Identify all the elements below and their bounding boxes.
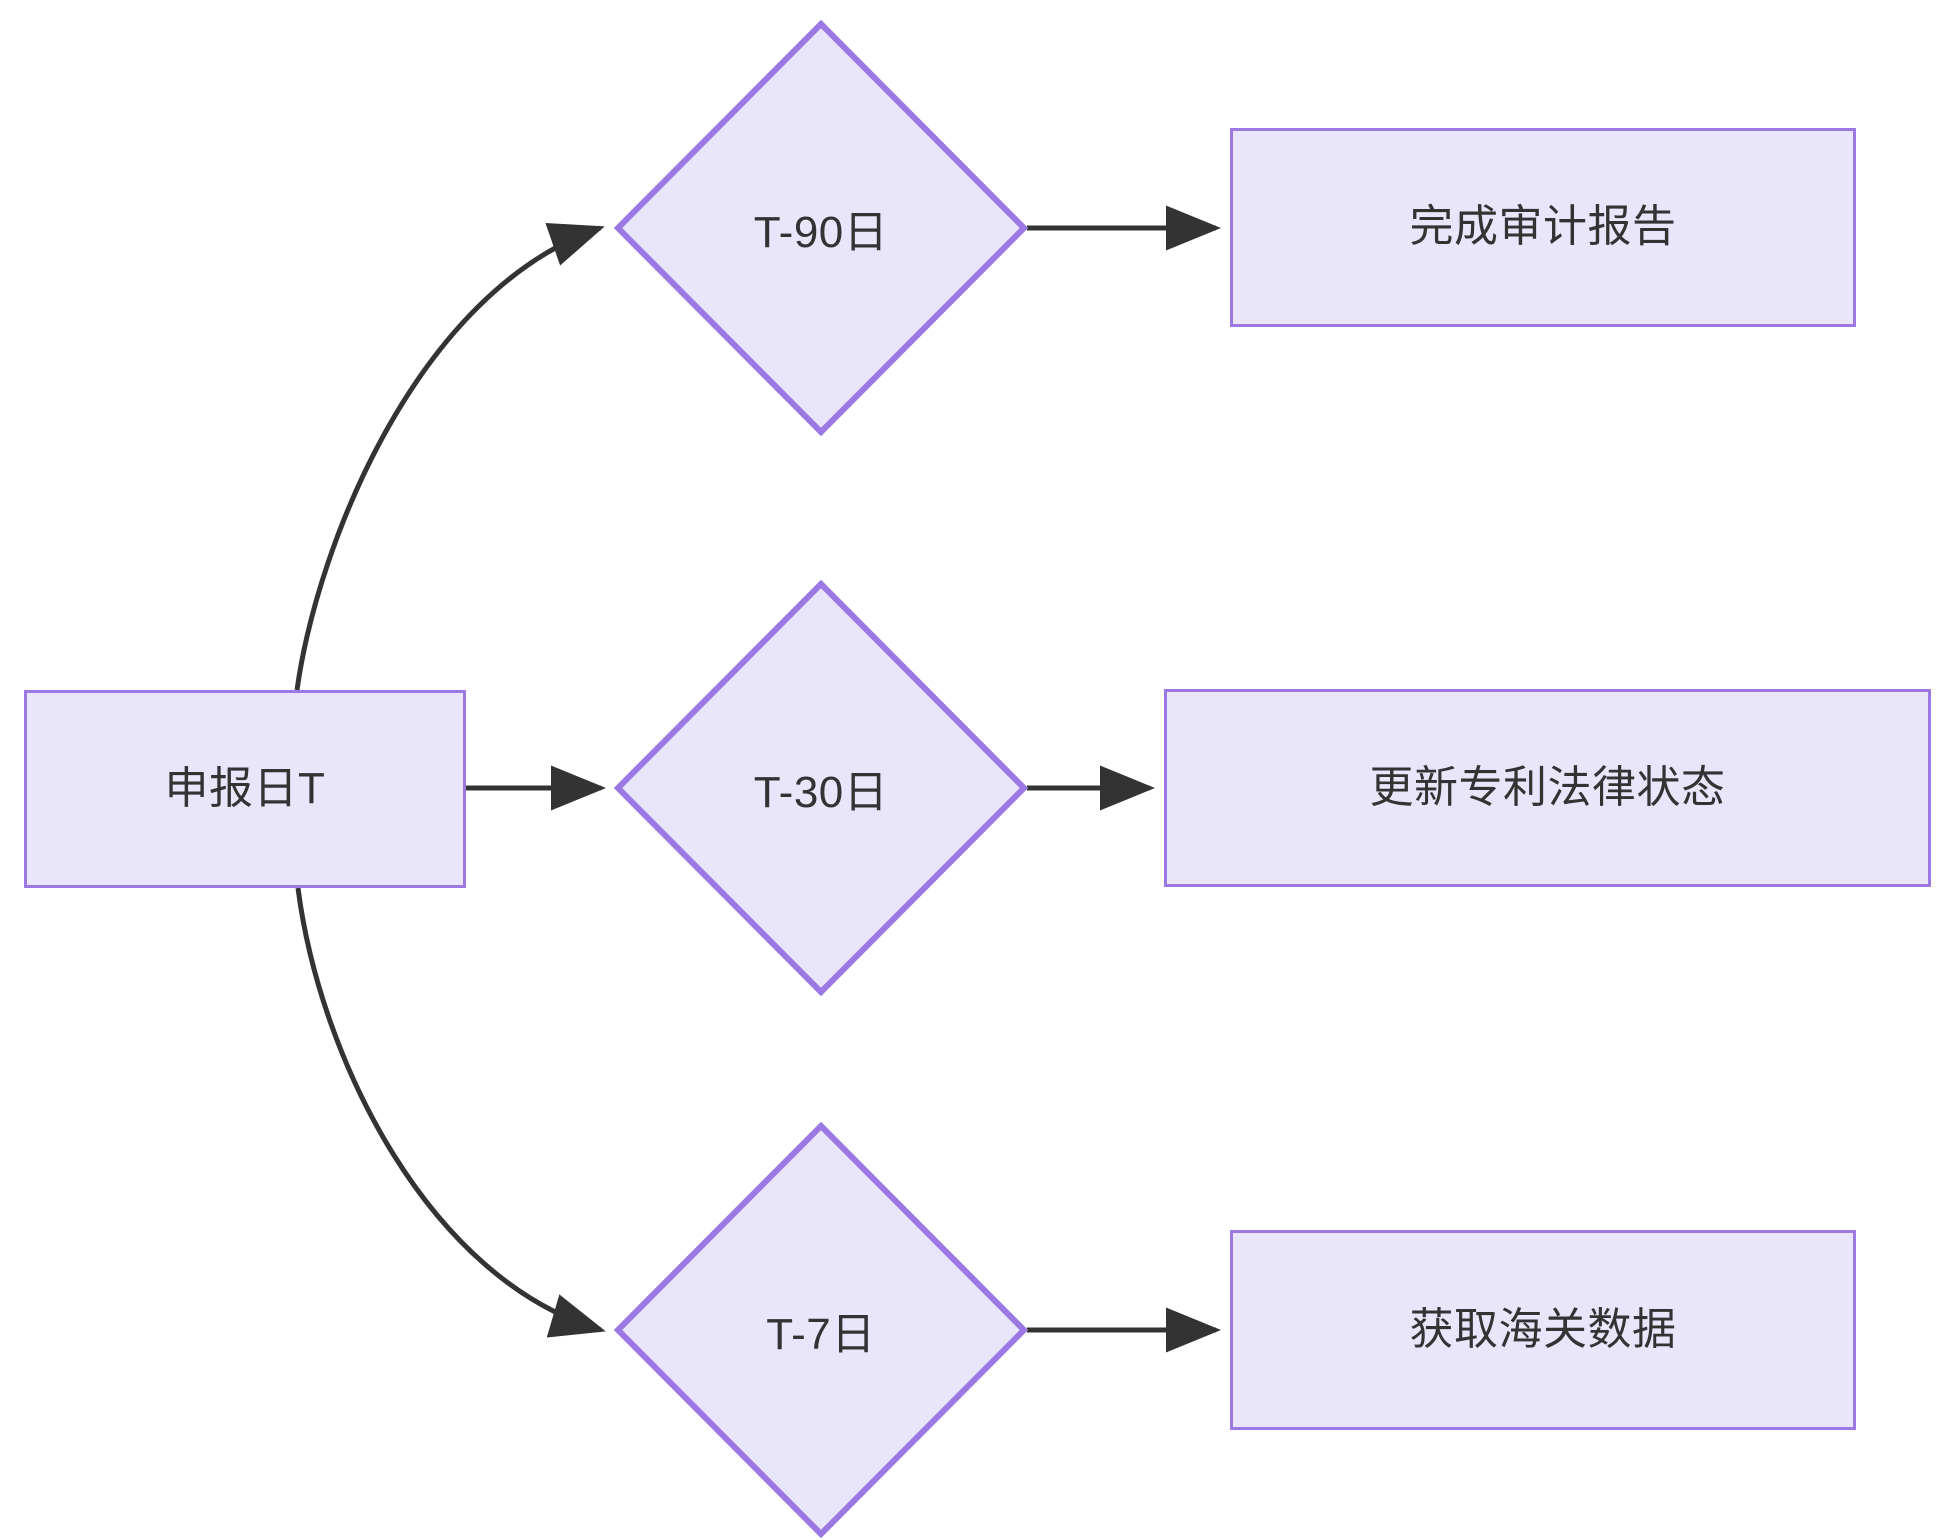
diamond-shape-t-minus-7 (614, 1122, 1028, 1538)
diamond-shape-t-minus-30 (614, 580, 1028, 996)
node-customs-data-label: 获取海关数据 (1409, 1304, 1677, 1354)
node-patent-status[interactable]: 更新专利法律状态 (1164, 689, 1931, 887)
node-t-minus-30[interactable]: T-30日 (614, 580, 1028, 996)
node-audit-report[interactable]: 完成审计报告 (1230, 128, 1856, 327)
node-customs-data[interactable]: 获取海关数据 (1230, 1230, 1856, 1430)
node-filing-date-label: 申报日T (164, 763, 326, 813)
node-t-minus-7-label: T-7日 (766, 1310, 876, 1359)
node-t-minus-90-label: T-90日 (753, 208, 889, 257)
node-t-minus-30-label: T-30日 (753, 768, 889, 817)
node-filing-date[interactable]: 申报日T (24, 690, 466, 888)
node-t-minus-90[interactable]: T-90日 (614, 20, 1028, 436)
node-audit-report-label: 完成审计报告 (1409, 202, 1677, 252)
node-t-minus-7[interactable]: T-7日 (614, 1122, 1028, 1538)
edge-filing-to-t90 (294, 223, 605, 691)
diamond-shape-t-minus-90 (614, 20, 1028, 436)
edge-filing-to-t7 (295, 887, 606, 1338)
node-patent-status-label: 更新专利法律状态 (1369, 762, 1726, 812)
